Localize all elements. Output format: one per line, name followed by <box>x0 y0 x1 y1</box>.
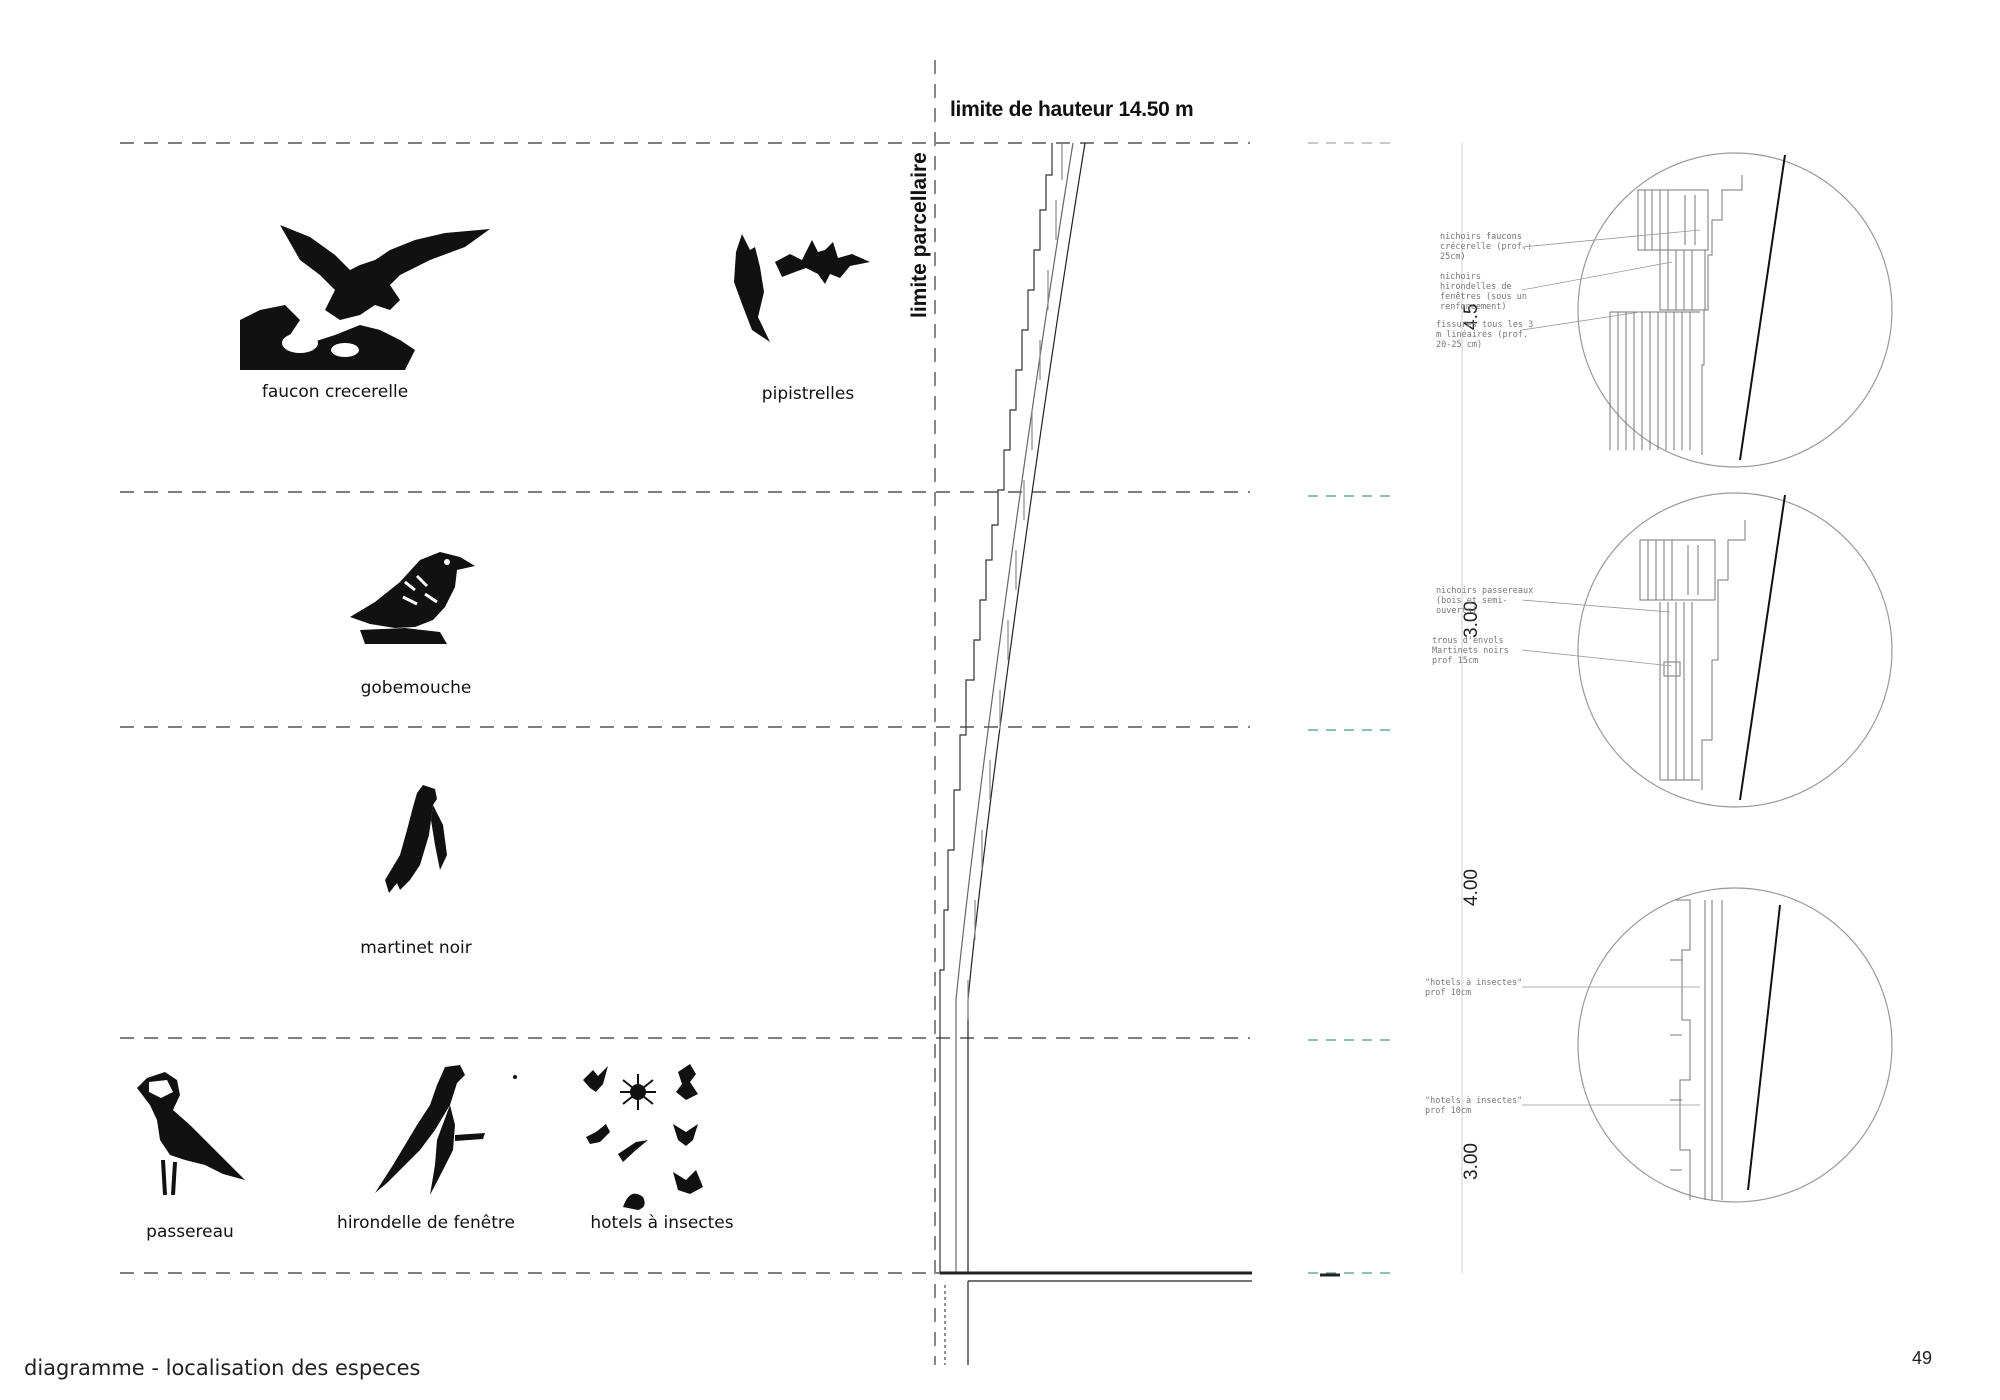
note-cracks: fissures tous les 3 m linéaires (prof. 2… <box>1436 320 1534 350</box>
figure-caption: diagramme - localisation des especes <box>24 1356 421 1380</box>
parcel-limit-label: limite parcellaire <box>908 152 931 318</box>
species-label-sparrow: passereau <box>146 1222 234 1242</box>
page-number: 49 <box>1912 1348 1933 1368</box>
insects-icon <box>583 1064 703 1210</box>
species-label-swift: martinet noir <box>360 938 472 958</box>
species-label-kestrel: faucon crecerelle <box>261 382 409 402</box>
note-insect-hotel-1: "hotels à insectes" prof 10cm <box>1425 978 1523 998</box>
ground-slab <box>940 1271 1340 1365</box>
kestrel-icon <box>240 225 490 370</box>
height-limit-label: limite de hauteur 14.50 m <box>950 98 1194 121</box>
note-swallow-nest: nichoirs hirondelles de fenêtres (sous u… <box>1440 272 1527 312</box>
note-swift-holes: trous d'envols Martinets noirs prof 15cm <box>1432 636 1509 666</box>
floor-markers-right <box>1308 142 1395 1274</box>
note-kestrel-nest: nichoirs faucons crécerelle (prof.: 25cm… <box>1440 232 1533 262</box>
detail-2-lines <box>1639 494 1786 801</box>
facade-section <box>939 142 1086 1273</box>
species-label-flycatcher: gobemouche <box>360 678 472 698</box>
sparrow-icon <box>137 1072 245 1195</box>
species-label-bat: pipistrelles <box>761 384 855 404</box>
detail-3-lines <box>1670 899 1781 1200</box>
detail-circles <box>1577 152 1893 1203</box>
leader-lines <box>1521 229 1701 1106</box>
dimension-label-3: 4.00 <box>1461 869 1482 906</box>
note-passerine-nest: nichoirs passereaux (bois et semi-ouvert… <box>1436 586 1534 616</box>
species-label-swallow: hirondelle de fenêtre <box>337 1213 515 1233</box>
swallow-icon <box>375 1065 517 1195</box>
flycatcher-icon <box>350 552 475 644</box>
note-insect-hotel-2: "hotels à insectes" prof 10cm <box>1425 1096 1523 1116</box>
species-label-insects: hotels à insectes <box>590 1213 734 1233</box>
swift-icon <box>385 785 447 893</box>
detail-1-lines <box>1609 154 1786 461</box>
bat-icon <box>734 234 870 342</box>
dimension-label-4: 3.00 <box>1461 1143 1482 1180</box>
